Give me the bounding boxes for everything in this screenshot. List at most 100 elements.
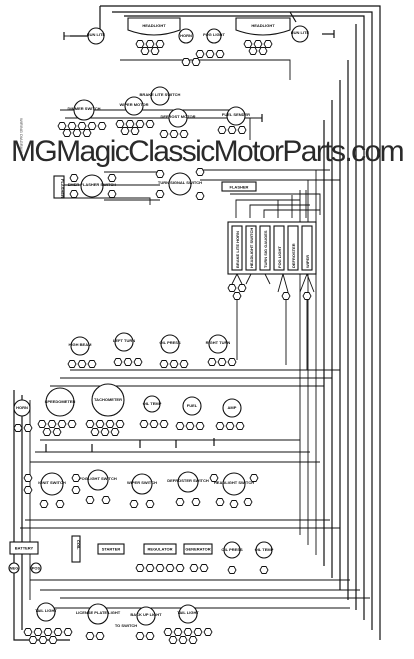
- fuel-gauge: [182, 396, 202, 416]
- starter: [97, 543, 125, 555]
- horn-dash-label: HORN: [16, 405, 28, 410]
- flasher-group: FLASHER EMER FLASHER SWITCH TURN SIGNAL …: [53, 168, 257, 201]
- engine-bay-group: DIMMER SWITCH WIPER MOTOR BRAKE LITE SWI…: [57, 86, 263, 138]
- oil-temp-sender: [255, 541, 273, 559]
- tachometer-label: TACHOMETER: [94, 397, 122, 402]
- headlight-switch-label: HEADLIGHT SWITCH: [214, 480, 254, 485]
- right-turn-label: RIGHT TURN: [206, 340, 231, 345]
- amp-gauge: [222, 398, 242, 418]
- wiper-motor: [124, 96, 144, 116]
- fuel-gauge-label: FUEL: [187, 403, 198, 408]
- fuse-3-label: TURN SIG GAUGES: [263, 230, 268, 268]
- headlight-switch: [222, 472, 246, 496]
- regulator-label: REGULATOR: [148, 547, 173, 552]
- generator: [183, 543, 213, 555]
- license-plate-light: [87, 603, 109, 625]
- fuse-brake-lite-horn: [231, 225, 243, 271]
- battery-neg: [8, 562, 20, 574]
- pos-label: POS: [32, 566, 41, 571]
- dimmer-switch: [73, 99, 95, 121]
- ignit-switch: [40, 472, 64, 496]
- high-beam-lamp: [70, 336, 90, 356]
- high-beam-label: HIGH BEAM: [69, 342, 93, 347]
- tachometer: [91, 383, 125, 417]
- top-lighting-group: RUN LITE HEADLIGHT HORN FOG LIGHT HEADLI…: [63, 11, 335, 66]
- horn-dash: [13, 399, 31, 417]
- power-row: BATTERY NEG POS COIL STARTER REGULATOR G…: [8, 535, 274, 574]
- defroster-switch: [177, 471, 199, 493]
- speedometer-label: SPEEDOMETER: [45, 399, 76, 404]
- turn-signal-switch: [168, 172, 192, 196]
- dimmer-switch-label: DIMMER SWITCH: [67, 106, 100, 111]
- brake-lite-switch-label: BRAKE LITE SWITCH: [140, 92, 181, 97]
- wiper-motor-label: WIPER MOTOR: [119, 102, 148, 107]
- amp-gauge-label: AMP: [228, 405, 237, 410]
- foglight-switch-label: FOGLIGHT SWITCH: [79, 476, 117, 481]
- fog-light-label: FOG LIGHT: [203, 32, 225, 37]
- emer-flasher-switch: [80, 174, 104, 198]
- headlight-left-label: HEADLIGHT: [142, 23, 166, 28]
- battery: [9, 541, 39, 555]
- defroster-switch-label: DEFROSTER SWITCH: [167, 478, 209, 483]
- oil-press-sender-label: OIL PRESS: [221, 547, 243, 552]
- run-lite-right: [291, 25, 309, 43]
- ignit-switch-label: IGNIT SWITCH: [38, 480, 66, 485]
- fuse-4-label: FOG LIGHT: [277, 246, 282, 268]
- fuel-sender: [226, 106, 246, 126]
- headlight-right: [235, 17, 291, 36]
- back-up-light-label: BACK UP LIGHT: [130, 612, 162, 617]
- to-switch-label: TO SWITCH: [115, 623, 137, 628]
- fuel-sender-label: FUEL SENDER: [222, 112, 250, 117]
- oil-temp-gauge: [143, 395, 161, 413]
- wiper-switch: [131, 473, 153, 495]
- flasher-label: FLASHER: [230, 185, 249, 190]
- gauges-row: HORN SPEEDOMETER TACHOMETER OIL TEMP FUE…: [13, 383, 245, 452]
- tail-light-right-label: TAIL LIGHT: [177, 610, 199, 615]
- oil-press-lamp-label: OIL PRESS: [159, 340, 181, 345]
- back-up-light: [136, 606, 156, 626]
- wiper-switch-label: WIPER SWITCH: [127, 480, 157, 485]
- fuse-1-label: BRAKE LITE HORN: [235, 231, 240, 268]
- oil-press-lamp: [160, 334, 180, 354]
- brake-lite-switch: [150, 86, 170, 106]
- left-turn-label: LEFT TURN: [113, 338, 135, 343]
- horn-top-label: HORN: [180, 33, 192, 38]
- oil-temp-gauge-label: OIL TEMP: [143, 401, 162, 406]
- run-lite-left-label: RUN LITE: [87, 32, 106, 37]
- oil-temp-sender-label: OIL TEMP: [255, 547, 274, 552]
- generator-label: GENERATOR: [185, 547, 210, 552]
- run-lite-right-label: RUN LITE: [291, 30, 310, 35]
- oil-press-sender: [223, 541, 241, 559]
- switches-row: IGNIT SWITCH FOGLIGHT SWITCH WIPER SWITC…: [23, 469, 259, 508]
- headlight-left: [127, 17, 181, 36]
- fuse-2-label: HEADLIGHT SWITCH: [249, 228, 254, 268]
- battery-label: BATTERY: [15, 546, 34, 551]
- fuse-6-label: WIPER: [305, 255, 310, 268]
- indicator-lamps: HIGH BEAM LEFT TURN OIL PRESS RIGHT TURN: [67, 332, 237, 368]
- tail-light-right: [178, 604, 198, 624]
- neg-label: NEG: [10, 566, 19, 571]
- fuse-5-label: DEFROSTER: [291, 243, 296, 268]
- turn-signal-switch-label: TURN SIGNAL SWITCH: [158, 180, 202, 185]
- coil: [71, 535, 81, 563]
- side-note: WIRING DIAGRAM: [19, 118, 24, 153]
- fuse-turn-sig-gauges: [259, 225, 271, 271]
- run-lite-left: [87, 27, 105, 45]
- horn-top: [178, 28, 194, 44]
- tail-light-left-label: TAIL LIGHT: [35, 608, 57, 613]
- right-turn-lamp: [208, 334, 228, 354]
- flasher: [221, 181, 257, 192]
- fuse-headlight-switch: [245, 225, 257, 271]
- defrost-motor: [168, 108, 188, 128]
- regulator: [143, 543, 177, 555]
- license-plate-light-label: LICENSE PLATE LIGHT: [76, 610, 121, 615]
- rear-lights-group: TAIL LIGHT LICENSE PLATE LIGHT BACK UP L…: [23, 602, 213, 644]
- flasher-box: [53, 175, 65, 199]
- headlight-right-label: HEADLIGHT: [251, 23, 275, 28]
- coil-label: COIL: [76, 540, 81, 550]
- emer-flasher-switch-label: EMER FLASHER SWITCH: [68, 182, 117, 187]
- tail-light-left: [36, 602, 56, 622]
- fuse-fog-light: [273, 225, 285, 271]
- fuse-defroster: [287, 225, 299, 271]
